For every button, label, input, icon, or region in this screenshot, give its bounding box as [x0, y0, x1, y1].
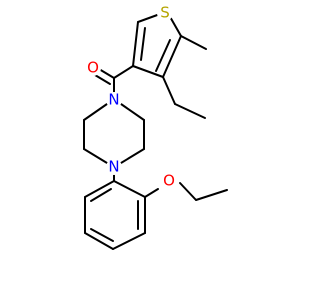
bond-c3-carbonyl [113, 65, 134, 79]
bond-ph4-ph5 [112, 232, 146, 250]
bond-c4-c5-double [155, 39, 171, 72]
bond-ph6-ph1 [113, 180, 146, 198]
molecule-structure-diagram: S O O N N [83, 4, 228, 250]
sulfur-atom: S [157, 4, 173, 22]
bond-carbonyl-o [98, 68, 115, 79]
bonds [83, 13, 228, 250]
bond-n4-c-lower-left [83, 148, 108, 164]
bond-c-upper-left-n1 [83, 103, 108, 121]
atom-label-n-bottom: N [108, 158, 119, 176]
bond-s-c5 [168, 14, 182, 37]
bond-s-c2 [137, 13, 161, 23]
carbonyl-oxygen-atom: O [85, 59, 101, 77]
bond-oxygen-ch2 [179, 182, 197, 201]
bond-c4-ethyl-ch2 [162, 76, 176, 105]
bond-ethoxy-ch2-ch3 [195, 189, 228, 201]
piperazine-nitrogen-bottom: N [106, 158, 122, 176]
bond-carbonyl-o-double [94, 74, 111, 85]
bond-ethyl-ch2-ch3 [174, 103, 206, 119]
atom-labels: S O O N N [85, 4, 177, 190]
bond-n1-c-upper-right [120, 103, 145, 121]
bond-c2-c3 [132, 21, 139, 67]
atom-label-n-top: N [108, 91, 119, 109]
bond-ph1-ph2 [84, 180, 115, 198]
atom-label-s: S [160, 4, 170, 22]
bond-c5-methyl [180, 35, 207, 50]
ether-oxygen-atom: O [161, 172, 177, 190]
bond-ph3-ph4 [84, 232, 114, 250]
bond-c4-c5 [162, 35, 182, 78]
atom-label-o-ether: O [163, 172, 175, 190]
piperazine-nitrogen-top: N [106, 91, 122, 109]
bond-ph3-ph4-inner [90, 228, 114, 242]
bond-ph1-ph2-inner [90, 188, 112, 202]
bond-c2-c3-double [140, 27, 146, 61]
bond-c3-c4 [132, 65, 164, 78]
bond-ph6-oxygen [144, 188, 159, 198]
bond-c-lower-right-n4 [120, 148, 145, 164]
atom-label-o-carbonyl: O [87, 59, 99, 77]
